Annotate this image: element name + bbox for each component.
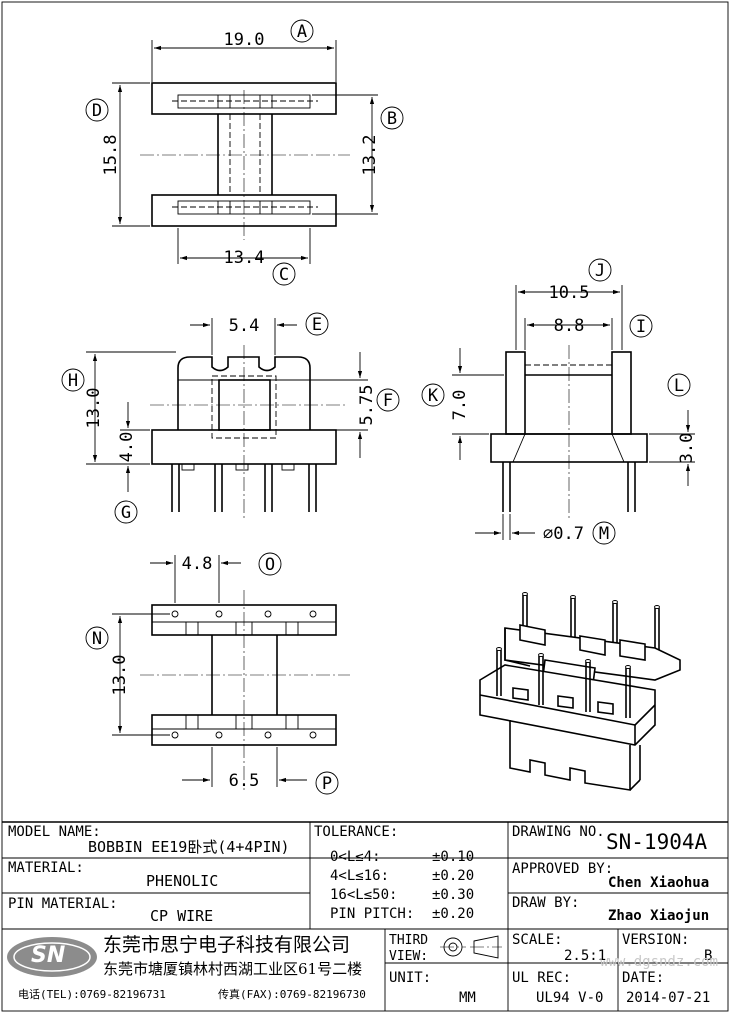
label-n-circle	[85, 626, 109, 650]
label-h-circle	[61, 368, 85, 392]
model-name-label: MODEL NAME:	[8, 824, 101, 840]
version-value: B	[704, 948, 713, 964]
label-n: N	[92, 629, 102, 649]
label-i-circle	[629, 314, 653, 338]
label-f: F	[383, 391, 393, 411]
label-d: D	[92, 101, 102, 121]
dim-c-value: 13.4	[224, 248, 265, 268]
dim-e-value: 5.4	[229, 316, 260, 336]
draw-by-label: DRAW BY:	[512, 895, 580, 911]
label-i: I	[636, 317, 646, 337]
dim-f-value: 5.75	[357, 385, 377, 426]
label-h: H	[68, 371, 78, 391]
title-block-grid	[2, 821, 728, 1011]
label-a: A	[297, 22, 307, 42]
dim-i-value: 8.8	[554, 316, 585, 336]
label-f-circle	[376, 388, 400, 412]
label-g: G	[121, 503, 131, 523]
label-j-circle	[588, 258, 612, 282]
tolerance-value-3: ±0.30	[432, 887, 475, 903]
third-view-label: THIRD VIEW:	[389, 933, 429, 964]
version-label: VERSION:	[622, 932, 690, 948]
watermark: www.dgsndz.com	[600, 954, 719, 970]
tolerance-value-4: ±0.20	[432, 906, 475, 922]
tolerance-range-1: 0<L≤4:	[330, 849, 381, 865]
scale-label: SCALE:	[512, 932, 563, 948]
scale-value: 2.5:1	[564, 948, 607, 964]
pin-material-label: PIN MATERIAL:	[8, 896, 118, 912]
unit-label: UNIT:	[389, 970, 432, 986]
label-b-circle	[380, 106, 404, 130]
ul-rec-value: UL94 V-0	[536, 990, 604, 1006]
tolerance-value-2: ±0.20	[432, 868, 475, 884]
label-d-circle	[85, 98, 109, 122]
tolerance-range-3: 16<L≤50:	[330, 887, 398, 903]
label-l: L	[674, 376, 684, 396]
top-view	[140, 82, 350, 240]
logo-text: SN	[31, 943, 66, 968]
date-label: DATE:	[622, 970, 665, 986]
dim-k-value: 7.0	[450, 390, 470, 421]
ul-rec-label: UL REC:	[512, 970, 572, 986]
dim-o-value: 4.8	[182, 554, 213, 574]
fax: 传真(FAX):0769-82196730	[218, 988, 366, 1001]
company-logo	[7, 937, 97, 977]
front-view	[150, 345, 345, 520]
dim-n-value: 13.0	[110, 655, 130, 696]
isometric-view	[479, 592, 681, 791]
company-name: 东莞市思宁电子科技有限公司	[103, 934, 351, 956]
label-o-circle	[258, 552, 282, 576]
pin-material-value: CP WIRE	[150, 907, 214, 925]
approved-by-label: APPROVED BY:	[512, 861, 614, 877]
dim-h-value: 13.0	[84, 388, 104, 429]
third-angle-symbol-icon	[440, 935, 502, 959]
model-name: BOBBIN EE19卧式(4+4PIN)	[88, 838, 290, 856]
label-l-circle	[667, 373, 691, 397]
dim-a-value: 19.0	[224, 30, 265, 50]
dim-b-value: 13.2	[360, 135, 380, 176]
dim-g-value: 4.0	[117, 432, 137, 463]
side-view	[490, 345, 648, 520]
tolerance-range-2: 4<L≤16:	[330, 868, 390, 884]
label-e-circle	[305, 312, 329, 336]
drawing-no-value: SN-1904A	[606, 830, 708, 854]
label-m-circle	[592, 521, 616, 545]
drawing-no-label: DRAWING NO.	[512, 824, 605, 840]
tel: 电话(TEL):0769-82196731	[18, 988, 166, 1001]
dim-l-value: 3.0	[677, 433, 697, 464]
label-k-circle	[421, 383, 445, 407]
dim-p-value: 6.5	[229, 771, 260, 791]
tolerance-label: TOLERANCE:	[314, 824, 399, 840]
label-b: B	[387, 109, 397, 129]
label-e: E	[312, 315, 322, 335]
tolerance-range-4: PIN PITCH:	[330, 906, 415, 922]
label-p: P	[322, 774, 332, 794]
label-c-circle	[272, 262, 296, 286]
dim-j-value: 10.5	[549, 283, 590, 303]
label-k: K	[428, 386, 439, 406]
date-value: 2014-07-21	[626, 990, 711, 1006]
dim-d-value: 15.8	[101, 135, 121, 176]
material-value: PHENOLIC	[146, 872, 219, 890]
label-g-circle	[114, 500, 138, 524]
company-address: 东莞市塘厦镇林村西湖工业区61号二楼	[103, 960, 363, 978]
label-o: O	[265, 555, 275, 575]
draw-by-value: Zhao Xiaojun	[608, 908, 710, 924]
label-a-circle	[290, 19, 314, 43]
label-p-circle	[315, 771, 339, 795]
label-c: C	[279, 265, 289, 285]
label-j: J	[595, 261, 605, 281]
bottom-view	[140, 590, 350, 790]
dim-m-value: ⌀0.7	[543, 524, 584, 544]
label-m: M	[599, 524, 609, 544]
approved-by-value: Chen Xiaohua	[608, 875, 710, 891]
tolerance-value-1: ±0.10	[432, 849, 475, 865]
material-label: MATERIAL:	[8, 860, 84, 876]
unit-value: MM	[459, 990, 476, 1006]
